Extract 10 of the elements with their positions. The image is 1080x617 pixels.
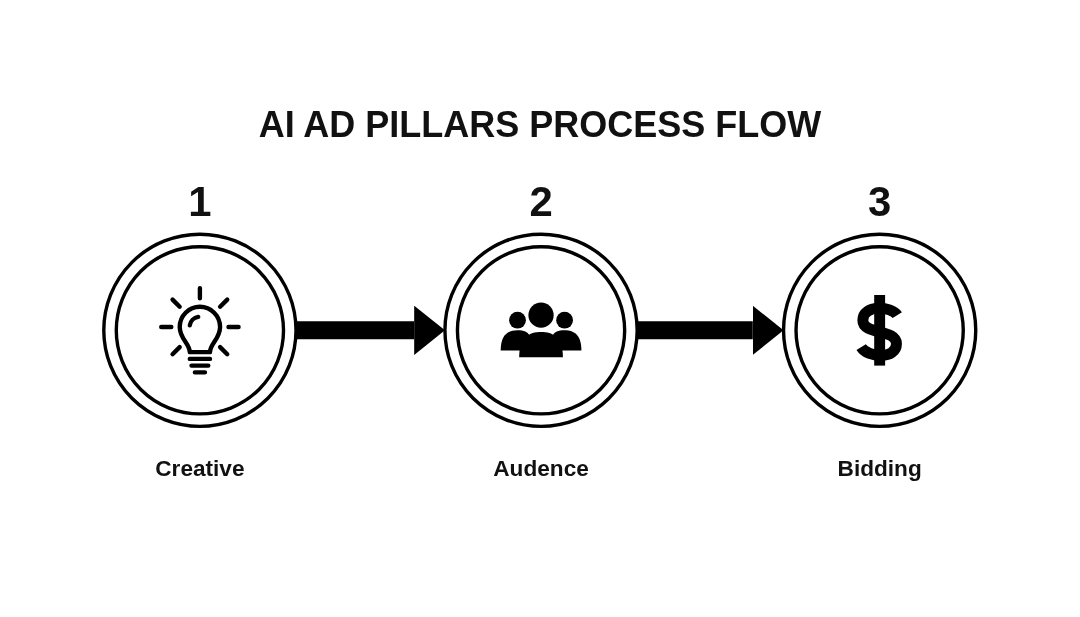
diagram-title: AI AD PILLARS PROCESS FLOW [257, 104, 823, 146]
step-label: Creative [155, 455, 245, 481]
step-number: 3 [868, 178, 892, 226]
node-circle [782, 232, 978, 429]
node-circle [443, 232, 640, 429]
step-label: Audence [493, 455, 589, 481]
node-circle [102, 232, 298, 429]
step-number: 1 [188, 178, 212, 226]
step-label: Bidding [837, 455, 922, 481]
step-number: 2 [529, 178, 553, 226]
